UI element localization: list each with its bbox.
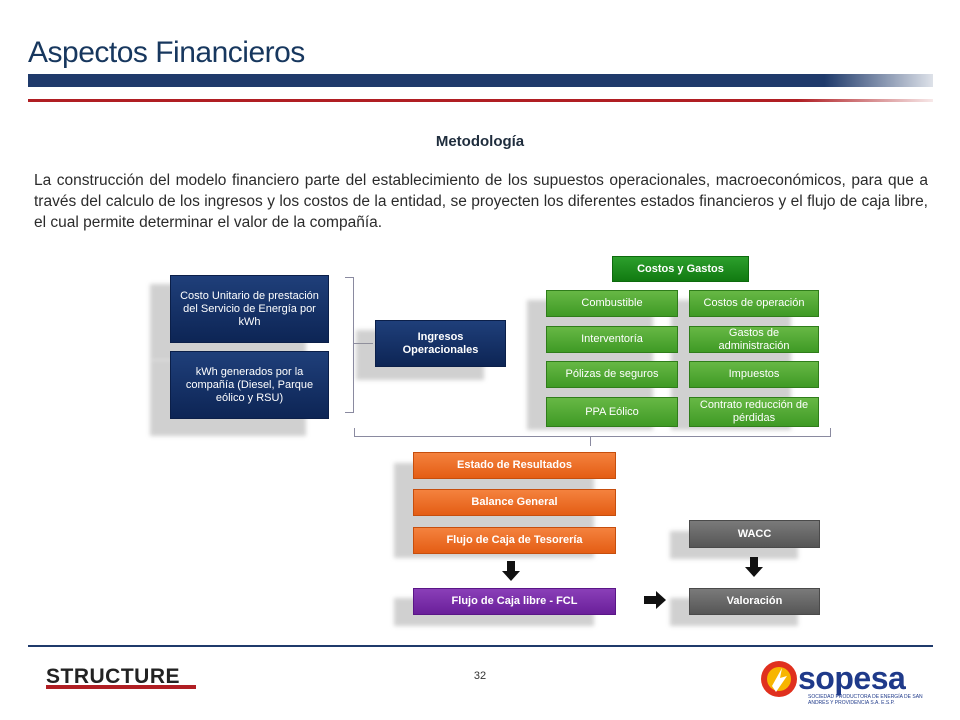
page-title: Aspectos Financieros xyxy=(28,36,305,69)
bracket-inputs xyxy=(345,277,354,413)
sopesa-logo-icon xyxy=(761,661,797,697)
costo-gastos-administracion: Gastos de administración xyxy=(689,326,819,353)
costo-contrato-reduccion: Contrato reducción de pérdidas xyxy=(689,397,819,427)
costo-ppa-eolico: PPA Eólico xyxy=(546,397,678,427)
costo-polizas: Pólizas de seguros xyxy=(546,361,678,388)
valoracion-box: Valoración xyxy=(689,588,820,615)
section-subtitle: Metodología xyxy=(435,133,525,150)
arrow-down-icon xyxy=(502,561,520,581)
ingresos-operacionales-box: Ingresos Operacionales xyxy=(375,320,506,367)
structure-logo-underline xyxy=(46,685,196,689)
costo-interventoria: Interventoría xyxy=(546,326,678,353)
flujo-caja-tesoreria-box: Flujo de Caja de Tesorería xyxy=(413,527,616,554)
costo-combustible: Combustible xyxy=(546,290,678,317)
input-kwh-generados: kWh generados por la compañía (Diesel, P… xyxy=(170,351,329,419)
header-blue-bar xyxy=(28,74,933,87)
wacc-box: WACC xyxy=(689,520,820,548)
footer-line xyxy=(28,645,933,647)
costo-operacion: Costos de operación xyxy=(689,290,819,317)
costo-impuestos: Impuestos xyxy=(689,361,819,388)
arrow-right-icon xyxy=(644,591,666,609)
bracket-connector-down xyxy=(590,436,591,446)
flujo-caja-libre-box: Flujo de Caja libre - FCL xyxy=(413,588,616,615)
estado-resultados-box: Estado de Resultados xyxy=(413,452,616,479)
structure-logo: STRUCTURE xyxy=(46,665,180,688)
sopesa-logo-text: sopesa xyxy=(798,660,906,696)
intro-paragraph: La construcción del modelo financiero pa… xyxy=(34,172,928,231)
bracket-connector xyxy=(353,343,373,344)
sopesa-logo-subtext: SOCIEDAD PRODUCTORA DE ENERGÍA DE SAN AN… xyxy=(808,694,923,706)
header-red-line xyxy=(28,99,933,102)
bracket-horizontal xyxy=(354,428,831,437)
input-costo-unitario: Costo Unitario de prestación del Servici… xyxy=(170,275,329,343)
page-number: 32 xyxy=(473,670,487,682)
balance-general-box: Balance General xyxy=(413,489,616,516)
costos-gastos-header: Costos y Gastos xyxy=(612,256,749,282)
arrow-down-icon xyxy=(745,557,763,577)
